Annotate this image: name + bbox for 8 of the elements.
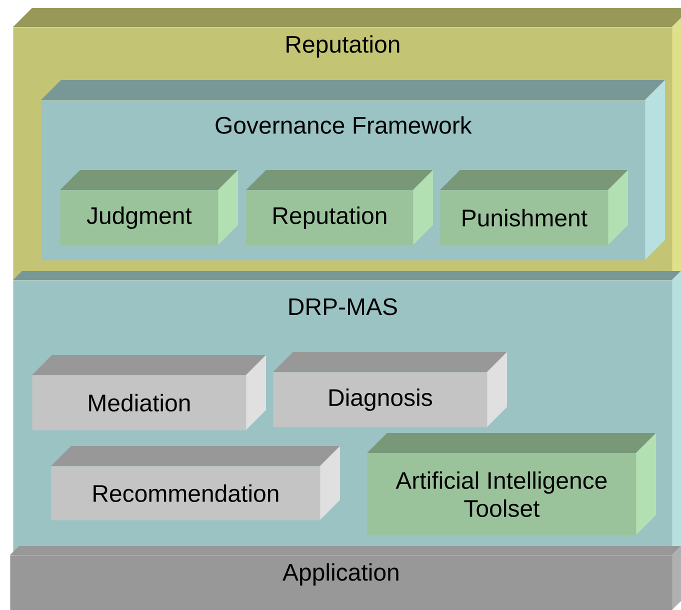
component-block: Mediation — [32, 355, 266, 430]
component-block: Recommendation — [51, 446, 340, 520]
component-block: Reputation — [246, 170, 433, 246]
component-block: Artificial Intelligence Toolset — [367, 433, 656, 536]
component-block: Diagnosis — [273, 352, 507, 428]
component-block: Punishment — [440, 170, 628, 246]
layer-block: Application — [10, 546, 681, 610]
component-block: Judgment — [60, 170, 238, 246]
